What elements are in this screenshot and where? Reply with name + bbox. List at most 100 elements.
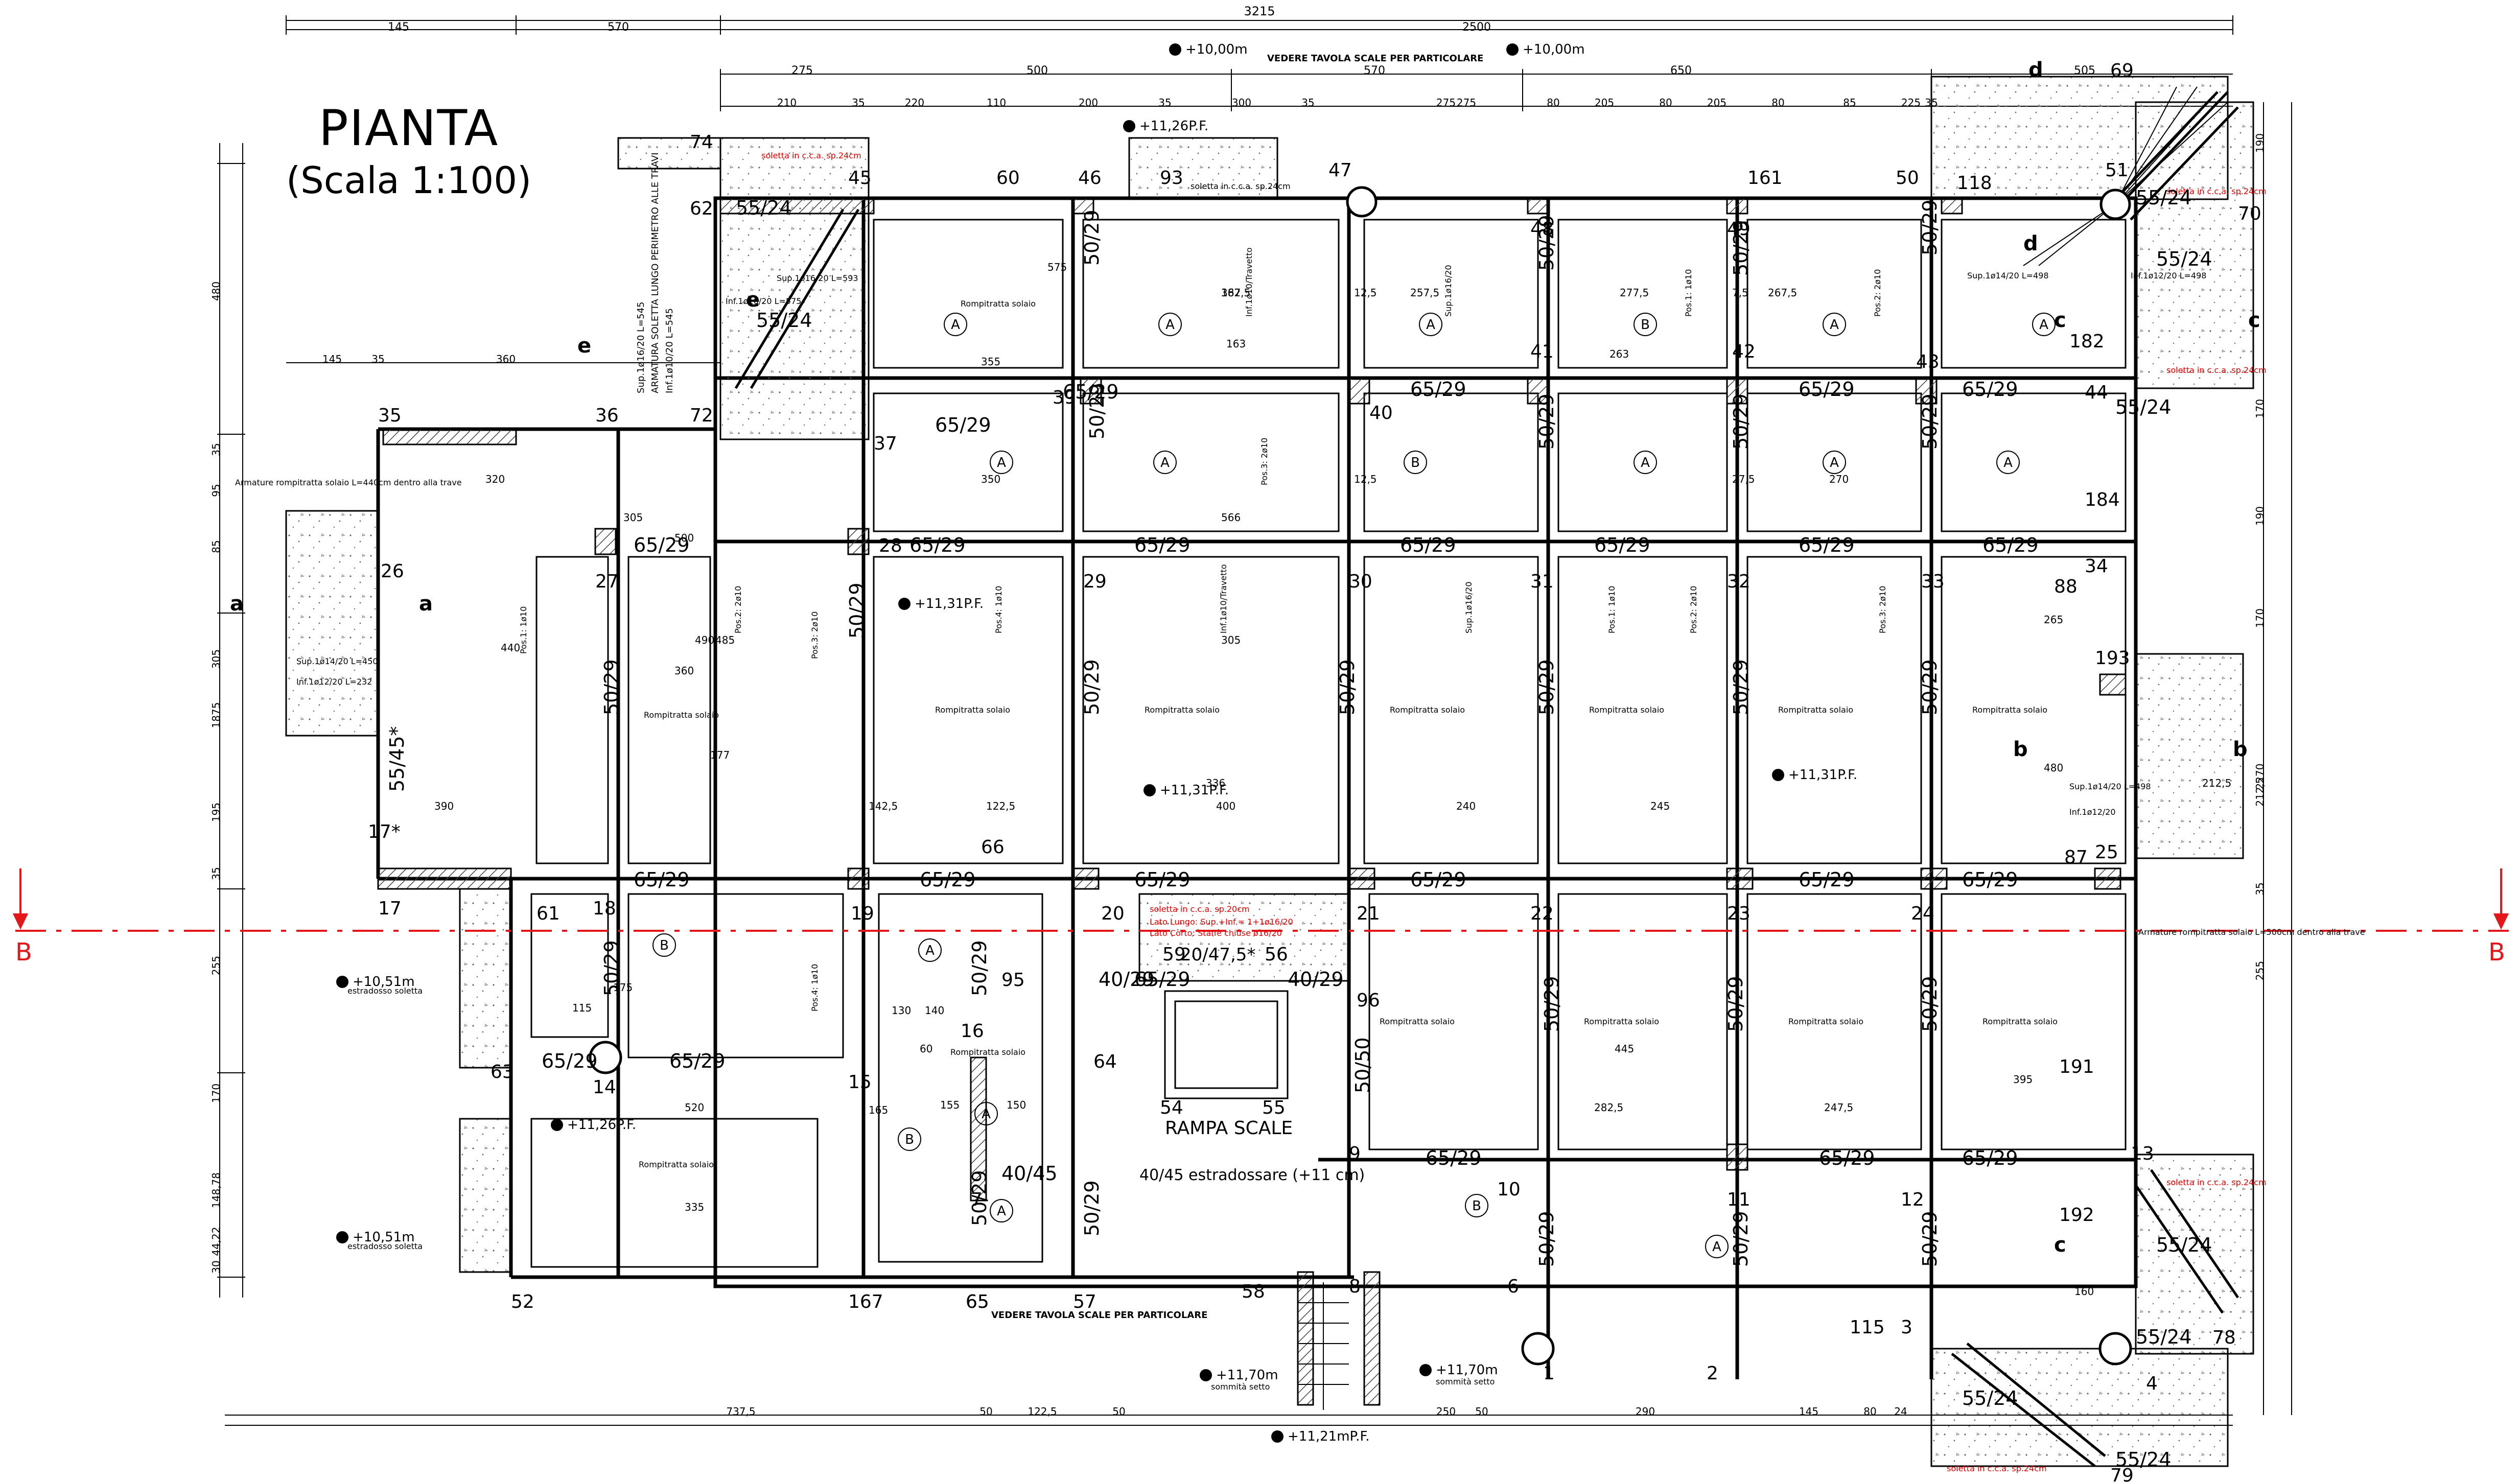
stair-ramp-label: RAMPA SCALE bbox=[1165, 1118, 1293, 1139]
span-value: 247,5 bbox=[1824, 1101, 1853, 1114]
elevation-marker bbox=[1200, 1369, 1212, 1381]
span-direction-marker bbox=[1153, 451, 1177, 474]
rompitratta-note: Armature rompitratta solaio L=500cm dent… bbox=[2138, 927, 2365, 937]
column-number: 15 bbox=[848, 1072, 872, 1093]
column-number: 48 bbox=[1530, 219, 1554, 240]
span-value: 360 bbox=[674, 665, 694, 677]
span-value: 395 bbox=[2013, 1073, 2033, 1086]
beam-section: 50/29 bbox=[1919, 393, 1941, 450]
column-number: 69 bbox=[2110, 60, 2134, 81]
column-number: 96 bbox=[1357, 990, 1380, 1011]
beam-section: 50/29 bbox=[1336, 659, 1359, 715]
column-number: 40 bbox=[1369, 403, 1393, 424]
column-number: 78 bbox=[2212, 1327, 2236, 1348]
dimension-left-vertical: 480 bbox=[210, 281, 222, 301]
beam-section-diagonal: 55/24 bbox=[2156, 1234, 2212, 1256]
stair-reinforcement-note: Lato Corto: Staffe chiuse ø16/20 bbox=[1150, 928, 1282, 938]
column-number: 33 bbox=[1921, 571, 1945, 592]
column-number: 44 bbox=[2085, 382, 2108, 403]
joist-label: Pos.1: 1ø10 bbox=[519, 606, 528, 654]
span-direction-marker bbox=[1465, 1194, 1488, 1217]
beam-section: 65/29 bbox=[909, 534, 966, 556]
beam-section: 65/29 bbox=[634, 868, 690, 891]
plan-title-main: PIANTA bbox=[318, 100, 499, 157]
beam-section: 65/29 bbox=[669, 1050, 726, 1072]
section-mark: c bbox=[2248, 309, 2260, 332]
elevation-label: +11,31P.F. bbox=[1788, 767, 1857, 783]
dimension-left-vertical: 195 bbox=[210, 803, 222, 822]
span-value: 400 bbox=[1216, 800, 1235, 812]
column-number: 21 bbox=[1357, 903, 1380, 924]
span-value: 350 bbox=[981, 473, 1000, 485]
section-mark: c bbox=[2054, 309, 2066, 332]
dimension-lines-top bbox=[219, 20, 2292, 1426]
column-number: 18 bbox=[593, 898, 616, 919]
span-value: 480 bbox=[2044, 762, 2063, 774]
dimension-top: 35 bbox=[1925, 97, 1938, 109]
rompitratta-label: Rompitratta solaio bbox=[1380, 1017, 1455, 1026]
column-number: 28 bbox=[879, 535, 902, 556]
column-number: 56 bbox=[1265, 944, 1288, 965]
beam-section: 50/29 bbox=[1730, 393, 1752, 450]
beam-section: 50/29 bbox=[1535, 659, 1558, 715]
elevation-label: +10,51m bbox=[353, 1230, 415, 1245]
beam-section: 65/29 bbox=[1799, 868, 1855, 891]
section-label-left: B bbox=[15, 938, 32, 967]
beam-section: 65/29 bbox=[1134, 968, 1191, 991]
dimension-bottom: 145 bbox=[1799, 1405, 1818, 1418]
joist-label: Pos.2: 2ø10 bbox=[1689, 586, 1698, 633]
column-number: 118 bbox=[1957, 173, 1992, 194]
span-direction-marker bbox=[1404, 451, 1427, 474]
column-number: 182 bbox=[2069, 331, 2105, 352]
beam-section: 50/29 bbox=[1081, 1180, 1103, 1236]
plan-scale: (Scala 1:100) bbox=[286, 159, 532, 202]
span-value: 177 bbox=[710, 749, 730, 761]
dimension-right-vertical: 190 bbox=[2254, 133, 2266, 153]
span-value: 282,5 bbox=[1594, 1101, 1623, 1114]
span-value: 320 bbox=[485, 473, 505, 485]
span-direction-marker bbox=[974, 1102, 998, 1125]
soletta-note-red: soletta in c.c.a. sp.24cm bbox=[1947, 1464, 2047, 1473]
column-number: 7 bbox=[971, 1189, 983, 1210]
dimension-left: 145 bbox=[322, 353, 342, 365]
elevation-marker bbox=[1506, 43, 1519, 56]
elevation-marker bbox=[1419, 1364, 1432, 1376]
beam-section-diagonal: 55/24 bbox=[2136, 1326, 2192, 1348]
dimension-top: 205 bbox=[1707, 97, 1726, 109]
column-number: 29 bbox=[1083, 571, 1107, 592]
beam-section: 50/29 bbox=[1919, 199, 1941, 255]
elevation-label: +10,00m bbox=[1523, 42, 1585, 57]
beam-section: 50/29 bbox=[1919, 659, 1941, 715]
joist-label: Sup.1ø16/20 bbox=[1443, 265, 1453, 317]
elevation-label: +11,26P.F. bbox=[1139, 119, 1208, 134]
span-value: 140 bbox=[925, 1004, 944, 1017]
column-number: 26 bbox=[381, 561, 404, 582]
span-direction-letter: B bbox=[1641, 317, 1650, 333]
dimension-bottom: 50 bbox=[979, 1405, 992, 1418]
dimension-top: 2500 bbox=[1462, 21, 1491, 34]
column-number: 19 bbox=[851, 903, 874, 924]
reinforcement-note: Inf.1ø12/20 L=232 bbox=[296, 677, 372, 687]
column-number: 14 bbox=[593, 1077, 616, 1098]
span-value: 163 bbox=[1226, 338, 1246, 350]
dimension-top: 570 bbox=[608, 21, 629, 34]
armature-note: Inf.1ø10/20 L=545 bbox=[664, 308, 675, 393]
section-mark: e bbox=[746, 288, 760, 312]
elevation-label: +11,31P.F. bbox=[1160, 783, 1229, 798]
dimension-top: 80 bbox=[1659, 97, 1672, 109]
joist-label: Pos.4: 1ø10 bbox=[994, 586, 1004, 633]
span-direction-marker bbox=[1823, 313, 1846, 336]
radial-lines bbox=[2023, 86, 2228, 266]
span-value: 387,5 bbox=[1221, 287, 1250, 299]
dimension-left-vertical: 305 bbox=[210, 649, 222, 669]
dimension-bottom: 24 bbox=[1894, 1405, 1907, 1418]
joist-label: Pos.4: 1ø10 bbox=[810, 964, 820, 1011]
column-number: 51 bbox=[2105, 160, 2129, 181]
dimension-top: 205 bbox=[1595, 97, 1614, 109]
joist-label: Pos.3: 2ø10 bbox=[1259, 438, 1269, 485]
soletta-note-red: soletta in c.c.a. sp.24cm bbox=[2166, 186, 2267, 196]
beam-section-diagonal: 55/24 bbox=[736, 197, 792, 219]
section-mark: d bbox=[2023, 232, 2038, 255]
column-number: 66 bbox=[981, 837, 1005, 858]
